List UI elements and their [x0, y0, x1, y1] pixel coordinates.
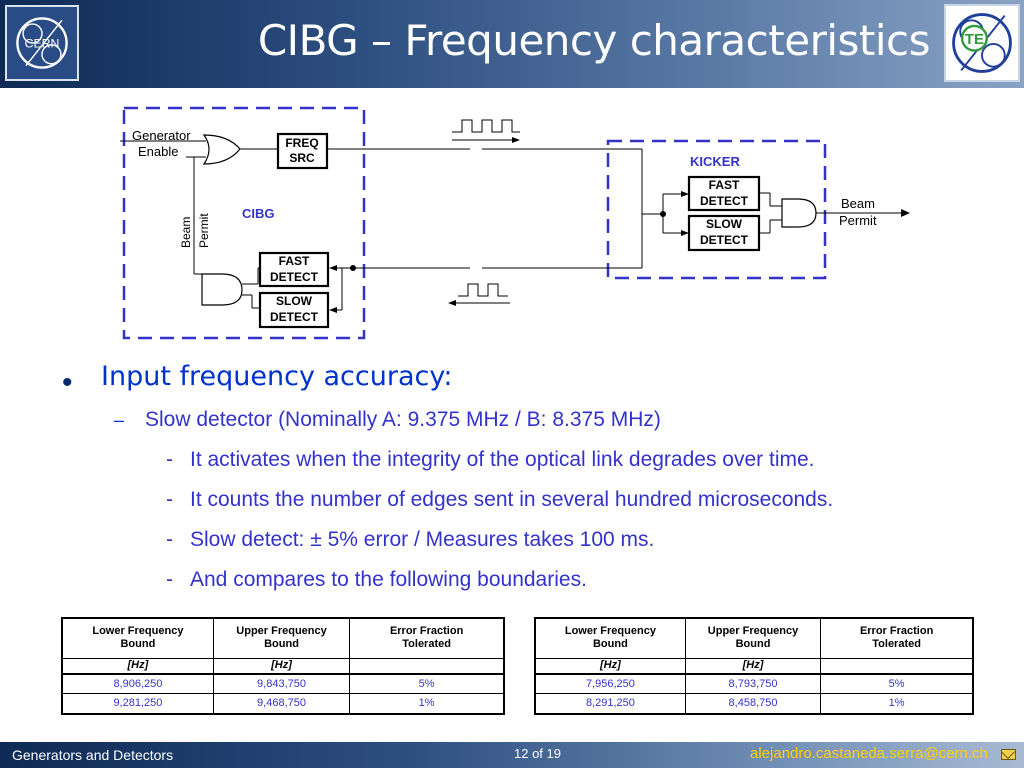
cern-logo-text: CERN	[25, 37, 60, 51]
te-logo-icon: TE	[944, 4, 1020, 82]
bullet-hyphen-icon: -	[166, 448, 173, 471]
upper-bound-cell: 9,843,750	[212, 673, 351, 694]
table-row: 7,956,250 8,793,750 5%	[534, 673, 974, 694]
unit-cell: [Hz]	[684, 658, 822, 675]
footer-title: Generators and Detectors	[12, 747, 174, 763]
cibg-label: CIBG	[242, 206, 275, 221]
unit-cell	[820, 658, 974, 675]
slide-title: CIBG – Frequency characteristics	[257, 16, 931, 65]
bullet-level-3-text: It activates when the integrity of the o…	[190, 448, 815, 471]
error-fraction-cell: 5%	[349, 673, 505, 694]
table-row: 8,291,250 8,458,750 1%	[534, 693, 974, 714]
bullet-level-2: – Slow detector (Nominally A: 9.375 MHz …	[62, 400, 1012, 440]
or-gate	[202, 134, 241, 165]
generator-label: Generator	[132, 128, 191, 143]
te-logo-text: TE	[965, 31, 984, 48]
kicker-fast-detect	[687, 175, 761, 212]
enable-label: Enable	[138, 144, 178, 159]
kicker-slow-label: SLOW	[706, 217, 743, 231]
cibg-block-diagram: Generator Enable FREQ SRC Beam Permit C	[110, 98, 930, 348]
author-email-link[interactable]: alejandro.castaneda.serra@cern.ch	[750, 745, 988, 762]
kicker-and-gate	[781, 198, 817, 228]
cibg-fast-detect-label: DETECT	[270, 270, 319, 284]
bullet-level-3: - It activates when the integrity of the…	[62, 440, 1012, 480]
error-fraction-cell: 1%	[349, 693, 505, 714]
cern-logo-icon: CERN	[5, 5, 79, 81]
bullet-hyphen-icon: -	[166, 528, 173, 551]
unit-cell: [Hz]	[212, 658, 351, 675]
bullet-level-2-text: Slow detector (Nominally A: 9.375 MHz / …	[145, 408, 661, 431]
bullet-level-1: • Input frequency accuracy:	[62, 356, 1012, 399]
bullet-level-1-text: Input frequency accuracy:	[101, 361, 453, 392]
permit-label-vertical: Permit	[197, 213, 211, 248]
kicker-slow-detect-label: DETECT	[700, 233, 749, 247]
lower-bound-cell: 8,906,250	[61, 673, 214, 694]
unit-cell: [Hz]	[61, 658, 214, 675]
kicker-fast-detect-label: DETECT	[700, 194, 749, 208]
freq-src-block	[276, 132, 329, 170]
upper-bound-cell: 9,468,750	[212, 693, 351, 714]
bullet-list: • Input frequency accuracy: – Slow detec…	[62, 356, 1012, 600]
bullet-dash-icon: –	[114, 410, 125, 430]
lower-bound-cell: 8,291,250	[534, 693, 686, 714]
permit-output-label: Permit	[839, 213, 877, 228]
bullet-dot-icon: •	[62, 366, 73, 399]
kicker-slow-detect	[687, 214, 761, 252]
cibg-slow-label: SLOW	[276, 294, 313, 308]
cibg-fast-detect	[258, 251, 330, 288]
bullet-level-3: - It counts the number of edges sent in …	[62, 480, 1012, 520]
table-row: 9,281,250 9,468,750 1%	[61, 693, 505, 714]
slide-footer: Generators and Detectors 12 of 19 alejan…	[0, 742, 1024, 768]
kicker-fast-label: FAST	[709, 178, 740, 192]
cibg-slow-detect-label: DETECT	[270, 310, 319, 324]
bullet-level-3: - Slow detect: ± 5% error / Measures tak…	[62, 520, 1012, 560]
bullet-hyphen-icon: -	[166, 568, 173, 591]
page-number: 12 of 19	[514, 746, 561, 761]
cibg-fast-label: FAST	[279, 254, 310, 268]
upper-bound-cell: 8,458,750	[684, 693, 822, 714]
bullet-level-3-text: And compares to the following boundaries…	[190, 568, 587, 591]
cibg-slow-detect	[258, 291, 330, 329]
table-unit-row: [Hz] [Hz]	[61, 658, 505, 675]
cibg-dashed-box	[122, 106, 366, 340]
cibg-and-gate	[201, 273, 243, 306]
table-unit-row: [Hz] [Hz]	[534, 658, 974, 675]
bullet-level-3-text: It counts the number of edges sent in se…	[190, 488, 834, 511]
src-label: SRC	[289, 151, 315, 165]
lower-bound-cell: 9,281,250	[61, 693, 214, 714]
freq-label: FREQ	[285, 136, 318, 150]
upper-bound-cell: 8,793,750	[684, 673, 822, 694]
error-fraction-cell: 1%	[820, 693, 974, 714]
error-fraction-cell: 5%	[820, 673, 974, 694]
lower-bound-cell: 7,956,250	[534, 673, 686, 694]
beam-output-label: Beam	[841, 196, 875, 211]
slide-header: CERN CIBG – Frequency characteristics TE	[0, 0, 1024, 88]
beam-label-vertical: Beam	[179, 217, 193, 248]
table-row: 8,906,250 9,843,750 5%	[61, 673, 505, 694]
bullet-level-3-text: Slow detect: ± 5% error / Measures takes…	[190, 528, 655, 551]
unit-cell	[349, 658, 505, 675]
bullet-level-3: - And compares to the following boundari…	[62, 560, 1012, 600]
kicker-dashed-box	[606, 139, 827, 280]
kicker-label: KICKER	[690, 154, 740, 169]
bullet-hyphen-icon: -	[166, 488, 173, 511]
mail-icon[interactable]	[1001, 749, 1016, 760]
unit-cell: [Hz]	[534, 658, 686, 675]
